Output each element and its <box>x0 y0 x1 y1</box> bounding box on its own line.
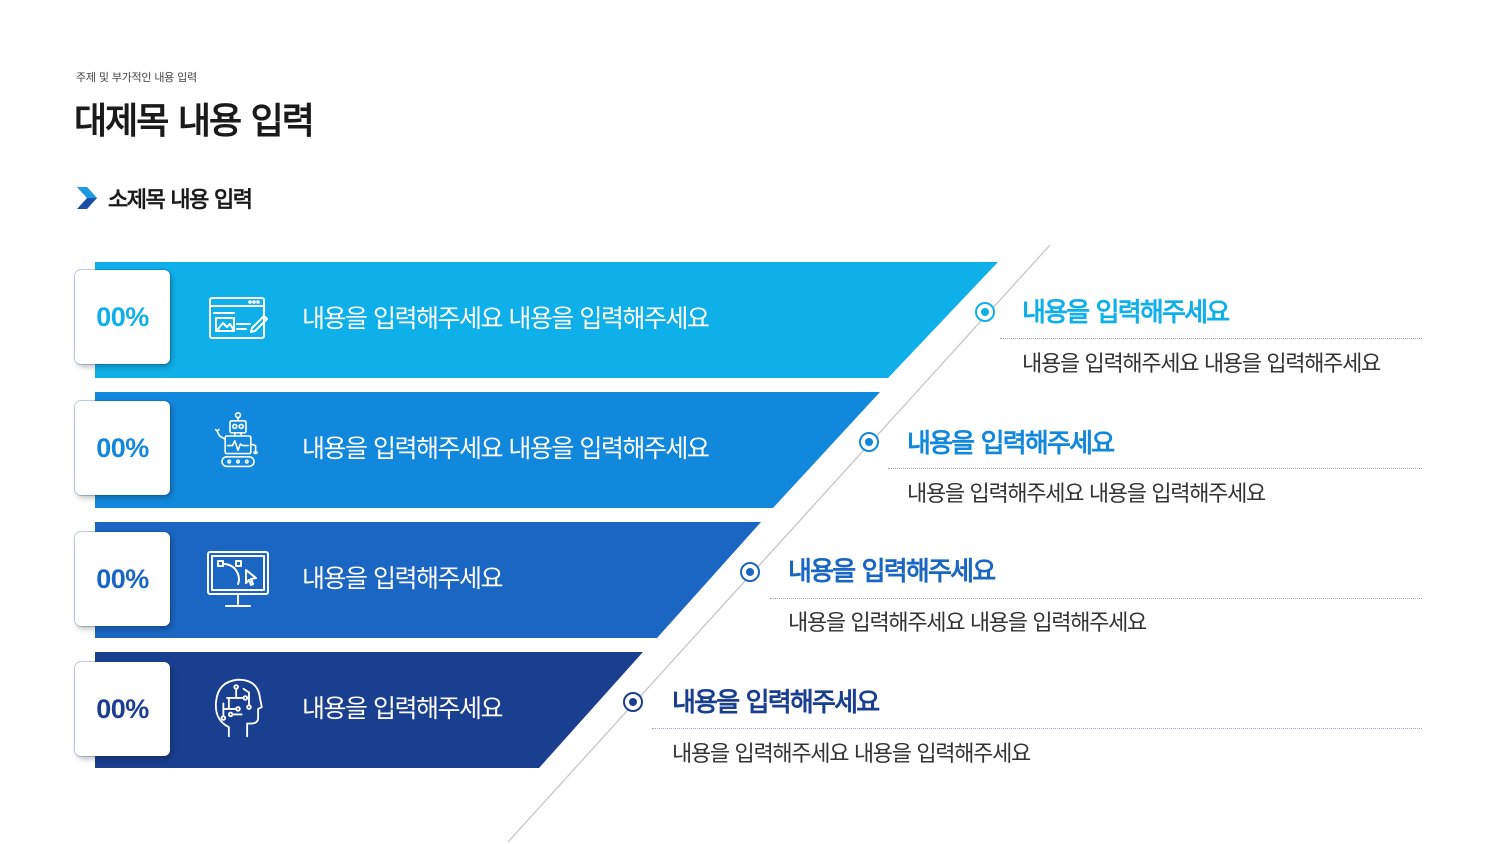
percent-value: 00% <box>96 693 149 724</box>
item-description: 내용을 입력해주세요 내용을 입력해주세요 <box>1022 352 1381 377</box>
band-2-shape <box>95 392 880 508</box>
percent-card-1: 00% <box>75 270 170 364</box>
item-divider <box>888 468 1422 469</box>
robot-icon <box>214 412 258 468</box>
percent-value: 00% <box>96 432 149 463</box>
item-description: 내용을 입력해주세요 내용을 입력해주세요 <box>672 742 1031 767</box>
item-divider <box>652 728 1422 729</box>
item-title: 내용을 입력해주세요 <box>672 688 880 718</box>
percent-card-2: 00% <box>75 401 170 495</box>
band-2-text: 내용을 입력해주세요 내용을 입력해주세요 <box>302 434 710 463</box>
item-title: 내용을 입력해주세요 <box>1022 298 1230 328</box>
web-editor-icon <box>209 297 268 339</box>
diagonal-guide-line <box>507 244 1051 843</box>
band-1-shape <box>95 262 998 378</box>
chevron-right-icon <box>77 187 97 209</box>
percent-card-3: 00% <box>75 532 170 626</box>
band-4-text: 내용을 입력해주세요 <box>302 694 503 723</box>
item-description: 내용을 입력해주세요 내용을 입력해주세요 <box>907 482 1266 507</box>
section-subtitle: 소제목 내용 입력 <box>108 188 253 213</box>
item-description: 내용을 입력해주세요 내용을 입력해주세요 <box>788 611 1147 636</box>
header-kicker: 주제 및 부가적인 내용 입력 <box>76 71 197 84</box>
band-3-text: 내용을 입력해주세요 <box>302 564 503 593</box>
marker-icon <box>975 302 995 322</box>
item-divider <box>1000 338 1422 339</box>
ai-head-icon <box>214 678 263 738</box>
percent-value: 00% <box>96 301 149 332</box>
percent-value: 00% <box>96 563 149 594</box>
item-title: 내용을 입력해주세요 <box>788 557 996 587</box>
band-1-text: 내용을 입력해주세요 내용을 입력해주세요 <box>302 304 710 333</box>
subtitle-row: 소제목 내용 입력 <box>76 183 253 213</box>
marker-icon <box>623 692 643 712</box>
percent-card-4: 00% <box>75 662 170 756</box>
marker-icon <box>740 562 760 582</box>
item-divider <box>770 598 1422 599</box>
item-title: 내용을 입력해주세요 <box>907 429 1115 459</box>
monitor-vector-icon <box>207 551 269 607</box>
marker-icon <box>859 432 879 452</box>
page-title: 대제목 내용 입력 <box>74 101 315 142</box>
